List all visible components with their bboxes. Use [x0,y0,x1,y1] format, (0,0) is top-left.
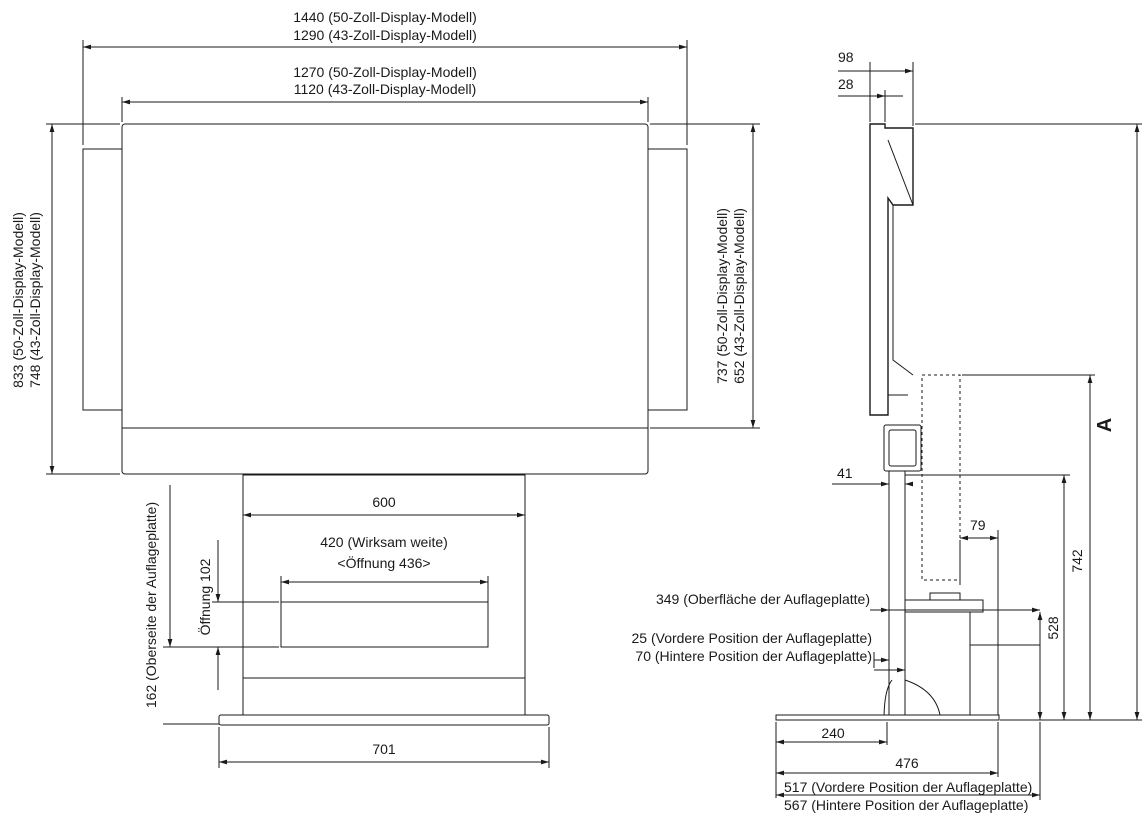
dim-opening-width-note: <Öffnung 436> [337,554,430,571]
dim-inner-height-50: 737 (50-Zoll-Display-Modell) [714,208,730,384]
display-panel [121,123,649,475]
dim-base-240: 240 [821,725,845,741]
dim-shelf-surface: 349 (Oberfläche der Auflageplatte) [656,591,870,607]
dim-inner-width-50: 1270 (50-Zoll-Display-Modell) [293,64,477,80]
dim-base-front: 517 (Vordere Position der Auflageplatte) [784,779,1032,795]
dim-inner-width-43: 1120 (43-Zoll-Display-Modell) [294,81,477,97]
cable-opening [280,601,489,648]
dim-post-offset: 41 [837,465,853,481]
right-wing-panel [642,148,688,411]
dim-shelf-front-pos: 25 (Vordere Position der Auflageplatte) [632,630,873,646]
dim-inner-height-43: 652 (43-Zoll-Display-Modell) [731,208,747,384]
bracket-outline-dashed [921,374,961,581]
dim-depth-panel: 28 [838,76,854,92]
dim-base-476: 476 [895,755,919,771]
dim-bracket-depth: 79 [970,517,986,533]
stand-post [888,470,906,721]
display-side-profile [869,123,914,416]
dim-height-528: 528 [1045,616,1061,640]
left-wing-panel [82,148,128,411]
dim-opening-height: Öffnung 102 [196,558,213,635]
dim-outer-height-43: 748 (43-Zoll-Display-Modell) [27,212,43,388]
base-plate [218,714,550,726]
dim-stand-width: 600 [372,494,396,510]
dim-outer-width-50: 1440 (50-Zoll-Display-Modell) [293,9,477,25]
dim-shelf-top-height: 162 (Oberseite der Auflageplatte) [143,502,159,708]
dim-shelf-rear-pos: 70 (Hintere Position der Auflageplatte) [635,648,872,664]
cabinet-lines [905,611,1040,715]
shelf-bracket [929,592,961,601]
connector-inner [888,429,917,467]
dim-height-A: A [1094,418,1116,432]
dim-outer-width-43: 1290 (43-Zoll-Display-Modell) [293,27,477,43]
dim-base-width: 701 [372,741,396,757]
display-back-lines [887,139,914,396]
side-view: 98 28 41 79 349 (Oberfläche der Auflagep… [632,49,1142,813]
front-view: 1440 (50-Zoll-Display-Modell) 1290 (43-Z… [10,9,760,768]
dim-outer-height-50: 833 (50-Zoll-Display-Modell) [10,212,26,388]
dim-depth-top: 98 [838,49,854,65]
stand-column [242,474,526,716]
dim-base-rear: 567 (Hintere Position der Auflageplatte) [784,797,1028,813]
dim-opening-width: 420 (Wirksam weite) [320,534,448,550]
side-base-plate [775,714,1000,721]
dim-height-742: 742 [1069,549,1085,573]
